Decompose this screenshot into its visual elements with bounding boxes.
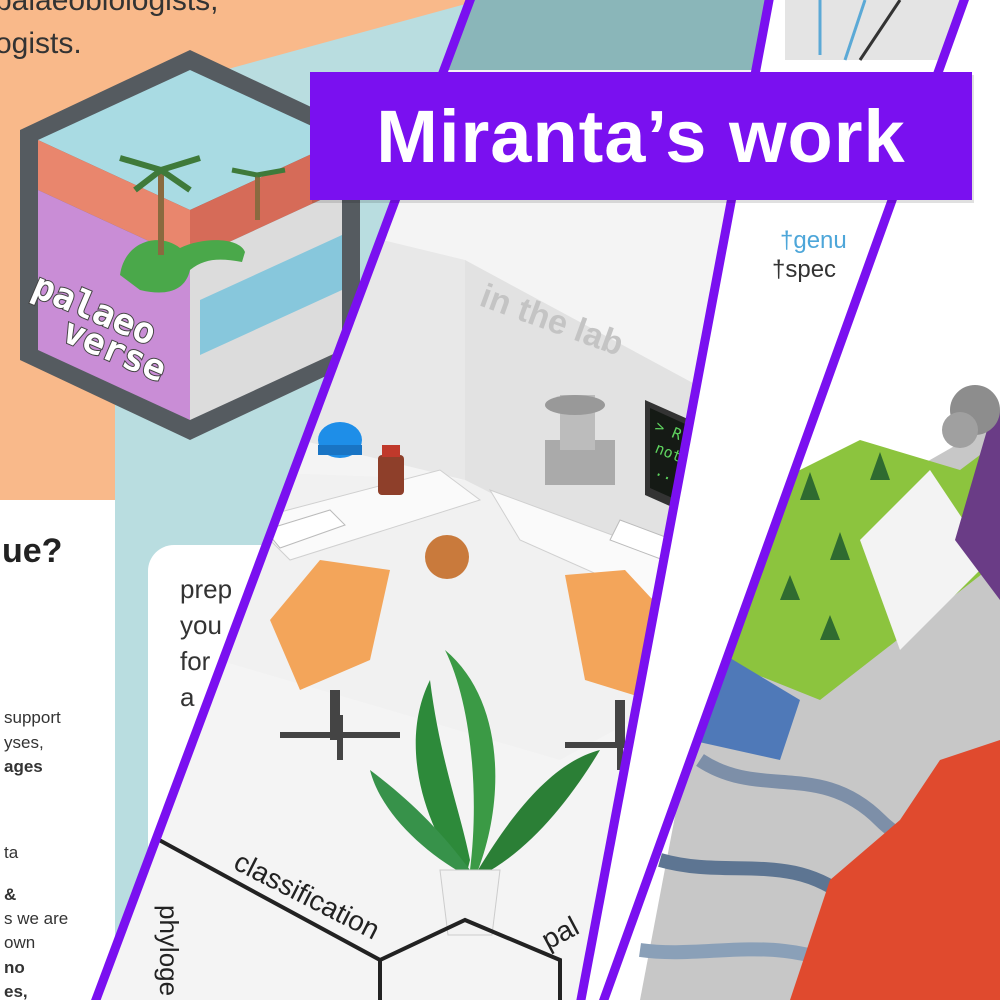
species-label: †spec [772,256,836,283]
body-line-7: own [4,933,35,952]
chair-left [270,560,400,760]
body-line-1: support [4,708,61,727]
prep-line-4: a [180,682,195,712]
body-line-4: ta [4,843,19,862]
body-line-3: ages [4,757,43,776]
body-line-9: es, [4,982,28,1000]
header-line-2: ogists. [0,27,82,60]
question-heading: ue? [2,532,62,570]
prep-line-1: prep [180,574,232,604]
body-line-8: no [4,958,25,977]
title-banner: Miranta’s work [310,72,972,200]
hard-hat [318,422,362,458]
potted-plant [370,650,600,936]
hex-strip [149,833,562,1000]
prep-line-3: for [180,646,211,676]
prep-line-2: you [180,610,222,640]
prep-text: prep you for a [180,574,232,712]
ball [425,535,469,579]
microscope [545,395,615,485]
genus-label: †genu [780,227,847,254]
header-line-1: palaeobiologists, [0,0,219,17]
hex-label-phylogeny: phyloge [154,905,184,996]
palaeoverse-logo [20,50,360,440]
body-line-6: s we are [4,909,68,928]
body-text: support yses, ages ta & s we are own no … [4,708,68,1000]
body-line-2: yses, [4,733,44,752]
coffee-press [378,445,404,495]
banner-title: Miranta’s work [376,94,906,178]
body-line-5: & [4,885,16,904]
